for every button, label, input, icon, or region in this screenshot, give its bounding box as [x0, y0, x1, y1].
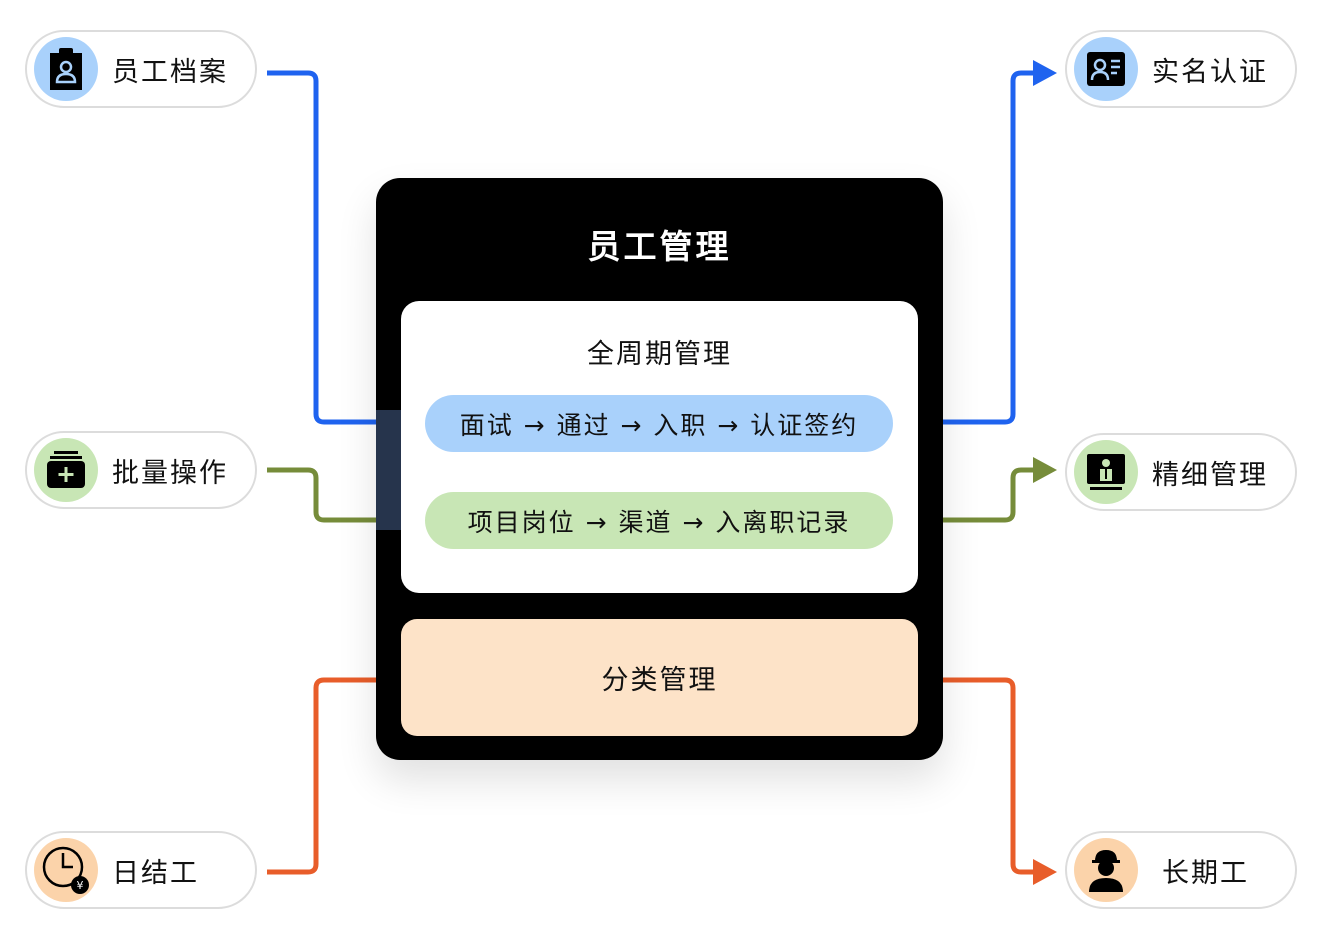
orange-left-line — [267, 677, 405, 875]
line-overlap-band — [376, 410, 401, 530]
blue-left-line — [267, 70, 430, 425]
orange-right-line — [915, 677, 1035, 875]
clipboard-user-icon — [34, 37, 98, 101]
blue-right-line — [890, 70, 1035, 425]
node-label: 长期工 — [1162, 857, 1249, 889]
clock-yuan-icon: ¥ — [34, 838, 98, 902]
node-employee-file: 员工档案 — [25, 30, 257, 108]
hiring-flow: 面试 → 通过 → 入职 → 认证签约 — [425, 395, 893, 452]
node-real-name-auth: 实名认证 — [1065, 30, 1297, 108]
lifecycle-title: 全周期管理 — [587, 339, 732, 370]
worker-icon — [1074, 838, 1138, 902]
category-management: 分类管理 — [401, 619, 918, 736]
node-label: 实名认证 — [1152, 56, 1268, 88]
node-label: 批量操作 — [112, 457, 228, 489]
monitor-user-icon — [1074, 440, 1138, 504]
green-arrow — [1033, 457, 1057, 483]
node-label: 日结工 — [112, 857, 199, 889]
node-batch-ops: 批量操作 — [25, 431, 257, 509]
node-label: 员工档案 — [112, 56, 228, 88]
green-left-line — [267, 467, 430, 523]
stack-add-icon — [34, 438, 98, 502]
node-daily-worker: ¥ 日结工 — [25, 831, 257, 909]
blue-arrow — [1033, 60, 1057, 86]
svg-text:¥: ¥ — [77, 879, 84, 892]
project-flow: 项目岗位 → 渠道 → 入离职记录 — [425, 492, 893, 549]
node-label: 精细管理 — [1152, 459, 1268, 491]
node-long-term-worker: 长期工 — [1065, 831, 1297, 909]
orange-arrow — [1033, 859, 1057, 885]
panel-title: 员工管理 — [587, 227, 732, 266]
green-right-line — [890, 467, 1035, 523]
node-fine-management: 精细管理 — [1065, 433, 1297, 511]
id-card-icon — [1074, 37, 1138, 101]
